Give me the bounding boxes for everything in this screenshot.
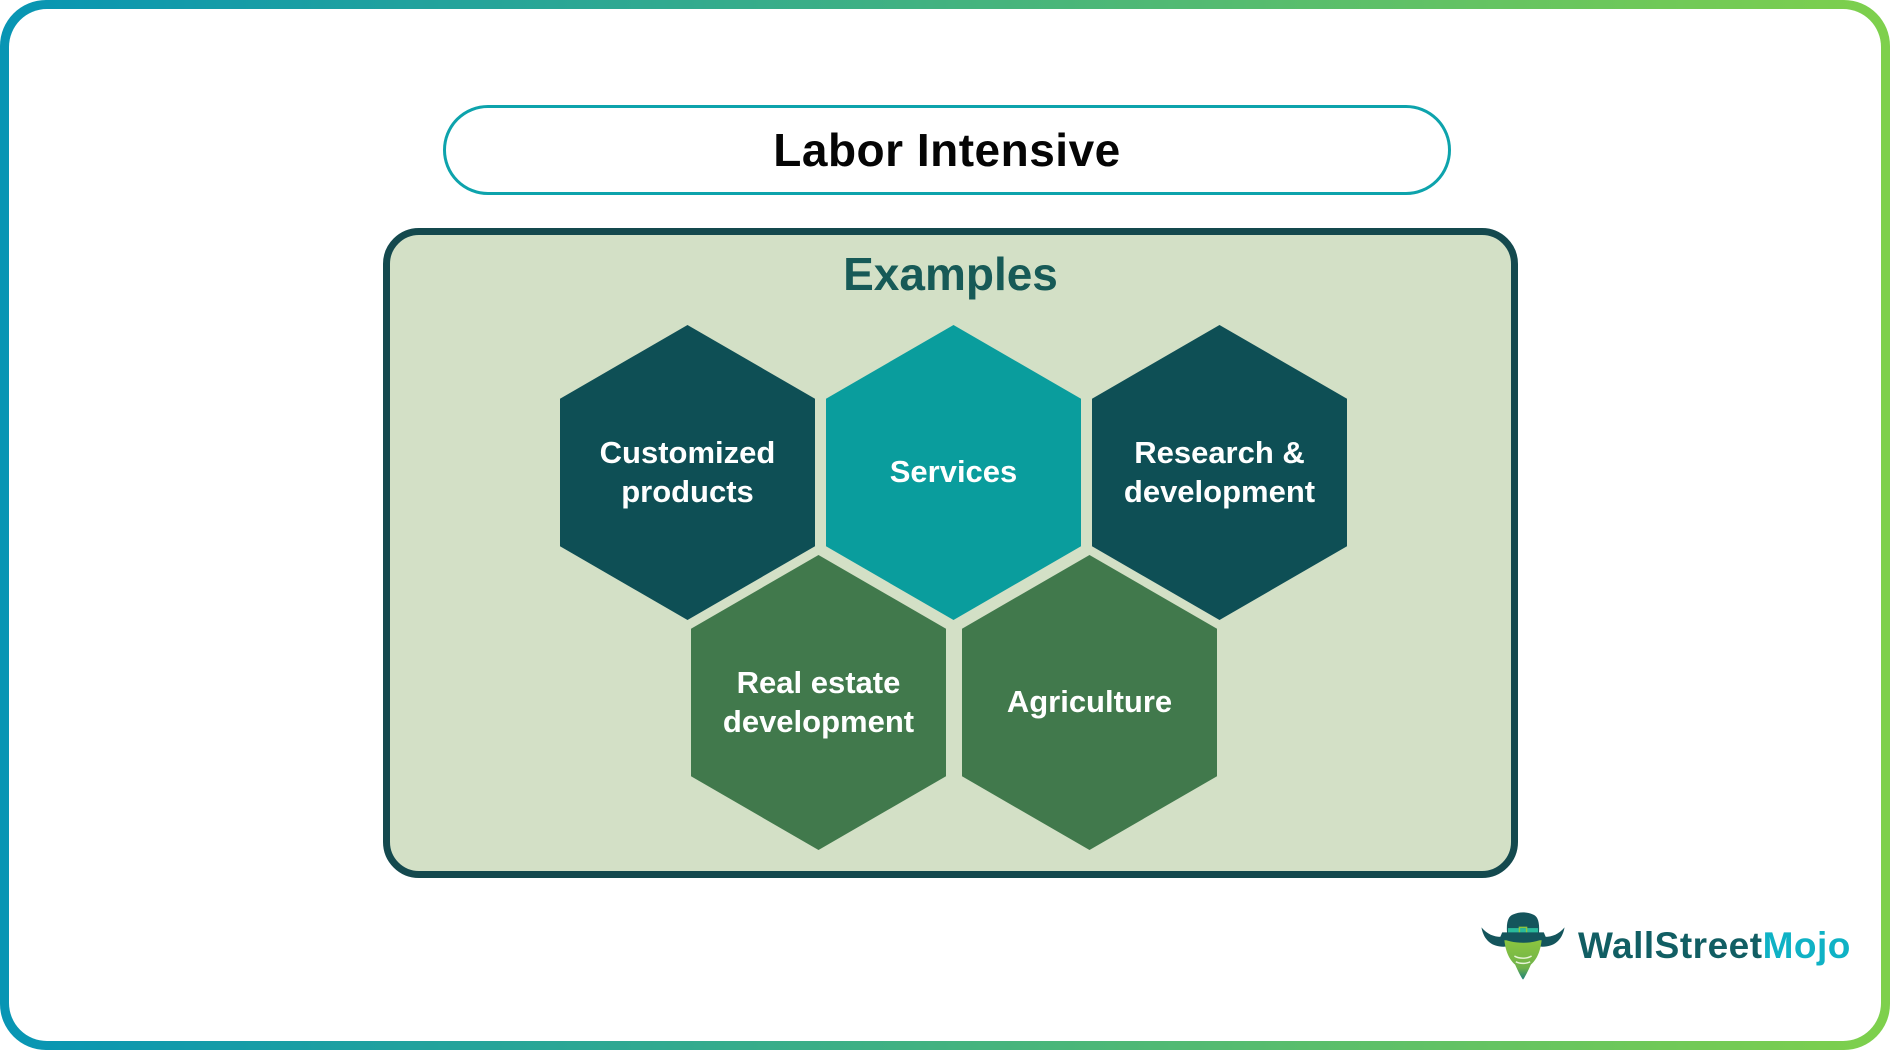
logo-mojo-text: Mojo: [1762, 925, 1851, 966]
hexagon-label: Real estate development: [722, 664, 915, 739]
hexagon-real-estate-development: Real estate development: [691, 555, 946, 850]
wallstreetmojo-wordmark: WallStreetMojo: [1578, 925, 1851, 967]
logo-wallstreet-text: WallStreet: [1578, 925, 1763, 966]
wallstreetmojo-logo: WallStreetMojo: [1480, 902, 1851, 990]
hexagon-label: Services: [889, 454, 1018, 490]
page-title: Labor Intensive: [773, 124, 1121, 176]
examples-heading: Examples: [843, 248, 1058, 300]
hexagon-agriculture: Agriculture: [962, 555, 1217, 850]
hexagon-label: Research & development: [1123, 434, 1316, 509]
hexagon-label: Customized products: [599, 434, 776, 509]
wallstreetmojo-bull-icon: [1480, 902, 1566, 990]
hexagon-label: Agriculture: [1006, 684, 1173, 720]
title-box: Labor Intensive: [443, 105, 1451, 195]
